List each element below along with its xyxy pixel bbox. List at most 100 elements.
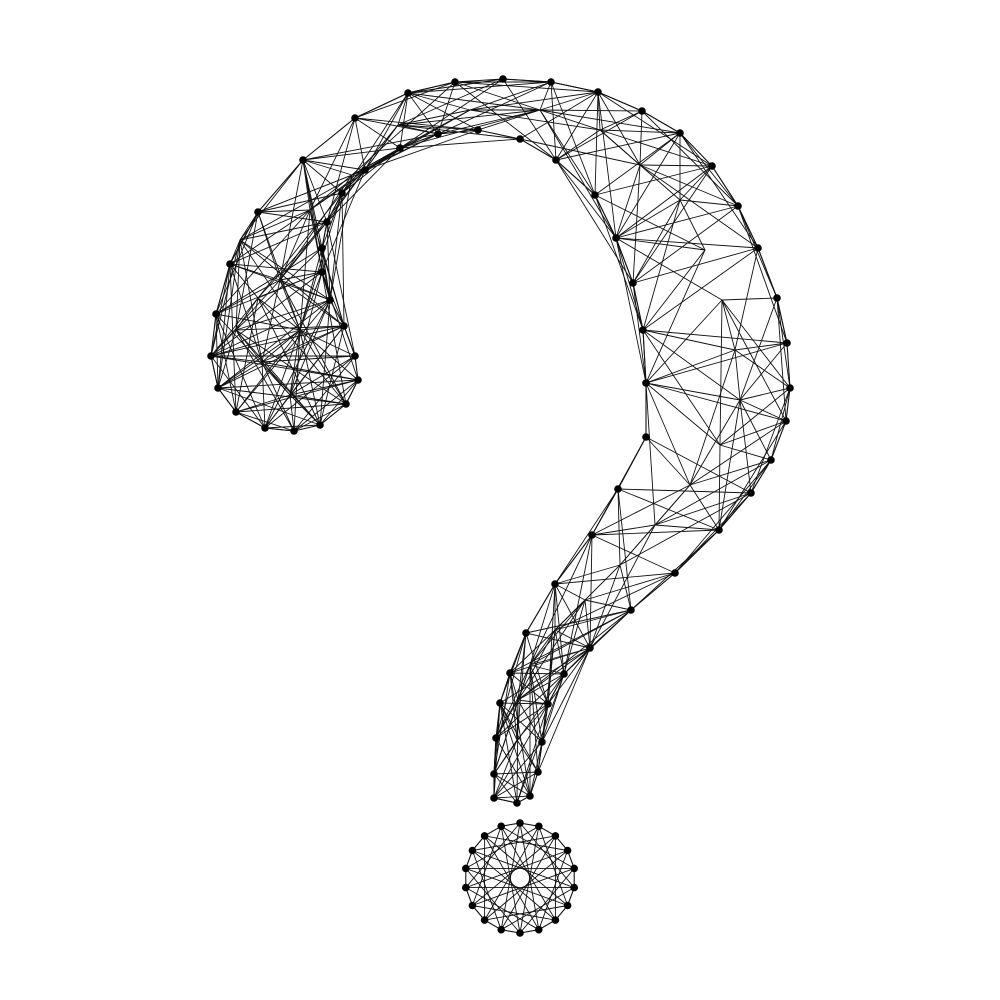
wire-line xyxy=(597,91,641,166)
wire-line xyxy=(639,164,739,207)
wire-line xyxy=(407,92,541,111)
wire-line xyxy=(617,488,632,611)
wire-line xyxy=(215,211,259,315)
wire-line xyxy=(645,299,723,384)
wire-node xyxy=(492,734,500,742)
wireframe-lines xyxy=(210,78,791,934)
wire-node xyxy=(552,156,560,164)
wireframe-dots xyxy=(207,75,794,937)
wire-node xyxy=(782,417,790,425)
wire-line xyxy=(529,664,549,705)
wire-line xyxy=(257,297,301,331)
wire-line xyxy=(279,279,345,327)
wire-line xyxy=(217,387,347,405)
wire-line xyxy=(279,279,301,331)
wire-line xyxy=(217,361,263,389)
wire-line xyxy=(235,329,347,405)
wire-node xyxy=(290,427,298,435)
wire-line xyxy=(645,382,741,401)
wire-line xyxy=(509,672,518,741)
wire-line xyxy=(617,436,647,490)
wire-line xyxy=(215,247,323,315)
wire-line xyxy=(589,534,593,649)
wire-line xyxy=(279,221,328,281)
wire-node xyxy=(570,864,578,873)
wire-line xyxy=(739,399,752,494)
wire-line xyxy=(654,492,752,526)
wire-line xyxy=(465,825,540,869)
wire-line xyxy=(517,609,632,701)
wire-line xyxy=(537,647,591,773)
wire-line xyxy=(597,91,643,112)
wire-line xyxy=(215,313,266,429)
wire-line xyxy=(502,78,552,83)
wire-line xyxy=(229,221,328,265)
wire-line xyxy=(293,329,301,432)
wire-line xyxy=(210,325,345,357)
wire-line xyxy=(302,147,401,161)
wire-line xyxy=(632,282,647,384)
wire-line xyxy=(509,629,556,674)
wire-line xyxy=(529,599,586,666)
wire-line xyxy=(210,239,241,357)
wire-line xyxy=(326,221,356,357)
wire-node xyxy=(480,832,489,840)
wire-line xyxy=(584,599,591,649)
wire-node xyxy=(708,162,716,170)
wire-line xyxy=(517,673,565,701)
wire-line xyxy=(500,887,575,931)
wire-line xyxy=(257,174,353,213)
wire-line xyxy=(721,297,778,301)
wire-line xyxy=(235,394,291,413)
wire-line xyxy=(599,129,681,201)
wire-line xyxy=(341,124,399,194)
wire-line xyxy=(471,850,502,931)
wire-line xyxy=(229,263,259,299)
wire-line xyxy=(354,117,401,149)
wire-line xyxy=(554,583,591,649)
wire-line xyxy=(239,159,304,241)
wire-line xyxy=(679,132,759,249)
wire-line xyxy=(261,361,295,432)
wire-line xyxy=(302,159,331,301)
wire-node xyxy=(361,166,369,174)
wire-node xyxy=(261,424,269,432)
wire-node xyxy=(754,244,762,252)
wire-line xyxy=(539,91,599,111)
wire-line xyxy=(299,329,347,405)
wire-line xyxy=(341,169,366,194)
wire-node xyxy=(496,699,504,707)
wire-line xyxy=(554,583,565,675)
wire-line xyxy=(550,81,596,196)
wire-line xyxy=(264,424,321,429)
wire-node xyxy=(354,376,362,384)
wire-line xyxy=(257,159,304,213)
wire-line xyxy=(645,349,736,384)
wire-node xyxy=(462,883,470,892)
wire-node xyxy=(786,384,794,392)
wire-line xyxy=(239,211,259,241)
wire-line xyxy=(645,382,691,486)
wire-line xyxy=(210,299,331,357)
wire-node xyxy=(612,234,620,242)
wire-line xyxy=(299,247,323,331)
wire-line xyxy=(516,699,519,741)
wire-line xyxy=(210,297,259,357)
wire-line xyxy=(239,239,301,331)
wire-line xyxy=(261,329,301,363)
wire-line xyxy=(493,739,518,775)
wire-line xyxy=(541,629,556,743)
wire-line xyxy=(519,822,575,889)
wire-line xyxy=(326,221,331,301)
wire-line xyxy=(326,124,399,223)
wire-line xyxy=(319,403,347,426)
wire-node xyxy=(586,644,594,652)
wire-node xyxy=(638,107,646,115)
wire-line xyxy=(599,110,643,131)
wire-line xyxy=(210,355,359,381)
wire-node xyxy=(767,456,775,464)
wire-line xyxy=(737,205,788,344)
wire-line xyxy=(293,379,359,432)
wire-line xyxy=(351,109,471,176)
